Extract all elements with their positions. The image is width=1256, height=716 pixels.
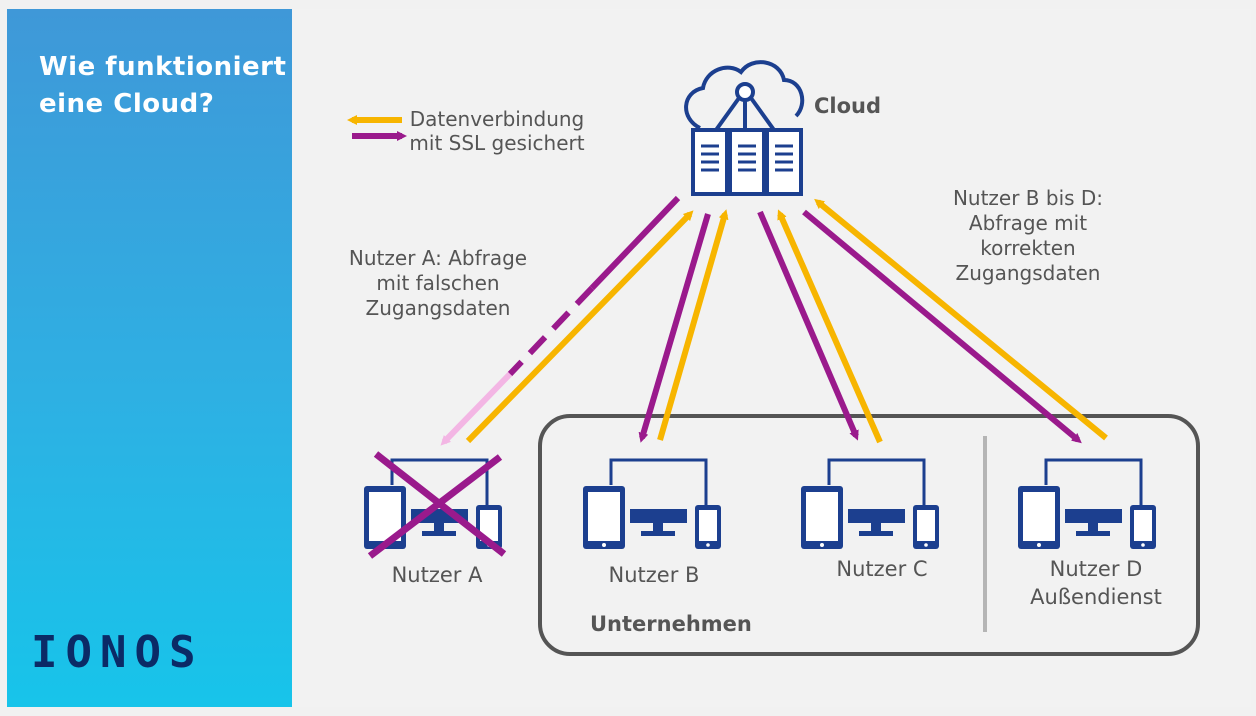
connection-user-c — [757, 209, 883, 444]
connection-user-b — [638, 209, 729, 443]
user-c-label: Nutzer C — [836, 557, 927, 581]
cloud-server-icon — [684, 60, 805, 196]
connection-user-d — [802, 198, 1108, 444]
legend-label-line1: Datenverbindung — [410, 107, 585, 131]
response-arrow-user-a-faded — [440, 371, 513, 446]
user-b-label: Nutzer B — [609, 563, 700, 587]
request-arrow-user-b — [657, 209, 729, 441]
response-arrow-user-a-solid — [589, 195, 681, 291]
devices-user-d — [1016, 458, 1158, 551]
note-users-bd-line2: Abfrage mit — [969, 211, 1087, 235]
response-arrow-user-c — [757, 210, 859, 441]
devices-user-b — [581, 458, 723, 551]
request-arrow-user-c — [777, 209, 883, 444]
legend-label-line2: mit SSL gesichert — [409, 131, 584, 155]
request-arrow-user-a — [465, 210, 694, 444]
ionos-logo: IONOS — [31, 627, 204, 678]
user-a-label: Nutzer A — [392, 563, 484, 587]
cloud-label: Cloud — [814, 94, 881, 118]
connection-user-a — [440, 195, 694, 446]
title-line-2: eine Cloud? — [39, 89, 215, 119]
note-user-a-line3: Zugangsdaten — [366, 296, 511, 320]
sidebar: Wie funktioniert eine Cloud? IONOS — [7, 9, 292, 707]
note-users-bd-line3: korrekten — [980, 236, 1075, 260]
denied-cross-icon — [367, 451, 507, 559]
user-d-label-line2: Außendienst — [1030, 585, 1162, 609]
note-user-a-line1: Nutzer A: Abfrage — [349, 246, 527, 270]
response-arrow-user-b — [638, 213, 711, 443]
note-user-a-line2: mit falschen — [376, 271, 499, 295]
response-arrow-user-d — [802, 209, 1082, 444]
company-label: Unternehmen — [590, 612, 752, 636]
response-arrow-user-a-dashed — [507, 285, 595, 377]
title-line-1: Wie funktioniert — [39, 52, 287, 82]
page-title: Wie funktioniert eine Cloud? — [39, 49, 289, 123]
user-d-label-line1: Nutzer D — [1050, 557, 1143, 581]
legend: Datenverbindung mit SSL gesichert — [347, 107, 585, 155]
note-users-bd-line4: Zugangsdaten — [956, 261, 1101, 285]
devices-user-c — [799, 458, 941, 551]
note-users-bd-line1: Nutzer B bis D: — [953, 186, 1103, 210]
request-arrow-user-d — [814, 198, 1108, 441]
